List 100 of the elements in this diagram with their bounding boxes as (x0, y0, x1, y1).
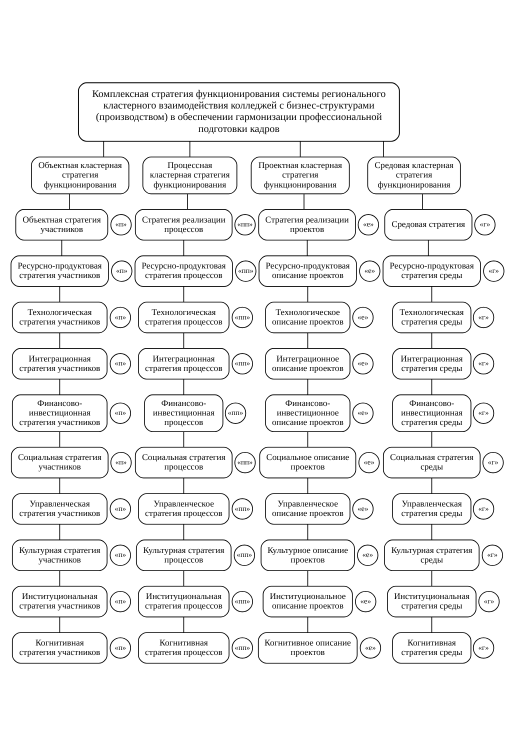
connector (69, 193, 70, 210)
node-circle: «е» (352, 498, 374, 520)
node-circle: «г» (483, 260, 504, 282)
node-box: Институциональная стратегия участников (12, 585, 108, 617)
node-box: Финансово-инвестиционная стратегия участников (12, 394, 108, 432)
node-circle: «п» (110, 402, 131, 424)
node-box: Стратегия реализации процессов (134, 208, 233, 240)
connector (183, 332, 184, 348)
connector (183, 570, 184, 586)
node-circle: «п» (111, 260, 132, 282)
node-circle: «п» (110, 352, 131, 374)
connector (187, 193, 188, 210)
connector (59, 378, 60, 395)
node-circle: «е» (352, 306, 374, 328)
node-box: Управленческая стратегия среды (392, 492, 472, 524)
node-box: Управленческое стратегия процессов (138, 492, 230, 524)
node-circle: «пп» (234, 214, 256, 235)
node-circle: «е» (360, 636, 382, 658)
node-circle: «е» (352, 352, 374, 374)
node-box: Социальная стратегия участников (10, 446, 109, 478)
node-box: Институциональное описание проектов (262, 585, 353, 617)
node-box: Социальное описание проектов (259, 446, 356, 478)
connector (431, 616, 432, 632)
node-box: Когнитивная стратегия среды (392, 632, 472, 664)
node-circle: «г» (472, 636, 494, 658)
node-circle: «г» (482, 544, 504, 566)
node-box: Ресурсно-продуктовая стратегия участников (10, 254, 109, 286)
node-box: Культурная стратегия участников (12, 539, 108, 571)
node-circle: «е» (352, 402, 374, 424)
node-box: Когнитивное описание проектов (258, 632, 358, 664)
node-box: Финансово-инвестиционная стратегия среды (392, 394, 472, 432)
node-box: Когнитивная стратегия участников (12, 632, 108, 664)
node-circle: «п» (110, 306, 131, 328)
node-box: Управленческая стратегия участников (12, 492, 108, 524)
node-box: Когнитивная стратегия процессов (138, 632, 230, 664)
connector (59, 616, 60, 632)
node-box: Социальная стратегия среды (382, 446, 481, 478)
connector (183, 616, 184, 632)
connector (183, 286, 184, 302)
node-circle: «пп» (232, 306, 253, 328)
node-box: Институциональная стратегия процессов (138, 585, 230, 617)
connector (431, 378, 432, 395)
connector (307, 616, 308, 632)
node-box: Средовая кластерная стратегия функционирования (367, 156, 461, 194)
connector (307, 332, 308, 348)
connector (183, 378, 184, 395)
node-box: Технологическое описание проектов (265, 301, 350, 333)
connector (59, 332, 60, 348)
node-box: Интеграционная стратегия среды (392, 348, 472, 380)
node-circle: «пп» (232, 590, 253, 612)
connector (431, 477, 432, 494)
node-box: Технологическая стратегия процессов (138, 301, 230, 333)
connector (183, 523, 184, 540)
connector (59, 477, 60, 494)
connector (306, 239, 308, 256)
connector (307, 286, 308, 302)
node-circle: «е» (358, 451, 380, 473)
connector (300, 140, 301, 157)
node-box: Интеграционная стратегия процессов (138, 348, 230, 380)
connector (422, 193, 423, 210)
node-box: Технологическая стратегия среды (392, 301, 472, 333)
connector (383, 140, 384, 157)
node-box: Интеграционное описание проектов (265, 348, 350, 380)
node-circle: «п» (110, 214, 132, 235)
node-circle: «г» (478, 590, 500, 612)
node-circle: «пп» (235, 260, 256, 282)
node-circle: «п» (110, 451, 132, 473)
node-box: Институциональная стратегия среды (387, 585, 476, 617)
connector (431, 286, 432, 302)
connector (59, 430, 60, 448)
node-circle: «е» (359, 260, 380, 282)
node-circle: «пп» (234, 451, 256, 473)
connector (307, 378, 308, 395)
node-box: Социальная стратегия процессов (134, 446, 233, 478)
node-box: Финансово-инвестиционная процессов (144, 394, 224, 432)
node-box: Комплексная стратегия функционирования системы регионального кластерного взаимодействия колледжей с бизнес-структурами (производством) в обеспечении гармонизации профессиональной подготовки кадров (78, 82, 400, 142)
connector (431, 430, 432, 448)
node-box: Интеграционная стратегия участников (12, 348, 108, 380)
node-box: Технологическая стратегия участников (12, 301, 108, 333)
node-circle: «г» (472, 306, 494, 328)
node-circle: «пп» (224, 402, 246, 424)
node-box: Управленческое описание проектов (265, 492, 350, 524)
node-circle: «пп» (234, 544, 256, 566)
node-circle: «пп» (232, 498, 253, 520)
node-box: Проектная кластерная стратегия функционирования (250, 156, 350, 194)
node-circle: «пп» (232, 352, 253, 374)
node-box: Финансово-инвестиционное описание проектов (265, 394, 350, 432)
connector (59, 523, 60, 540)
node-box: Культурная стратегия процессов (136, 539, 232, 571)
connector (189, 140, 190, 157)
connector (431, 523, 432, 540)
connector (61, 239, 62, 256)
node-box: Культурная стратегия среды (384, 539, 480, 571)
node-circle: «г» (472, 352, 494, 374)
node-box: Ресурсно-продуктовая стратегия среды (382, 254, 481, 286)
node-box: Ресурсно-продуктовая описание проектов (258, 254, 357, 286)
connector (183, 477, 184, 494)
node-circle: «е» (355, 590, 376, 612)
node-circle: «е» (357, 544, 378, 566)
node-circle: «п» (110, 498, 131, 520)
